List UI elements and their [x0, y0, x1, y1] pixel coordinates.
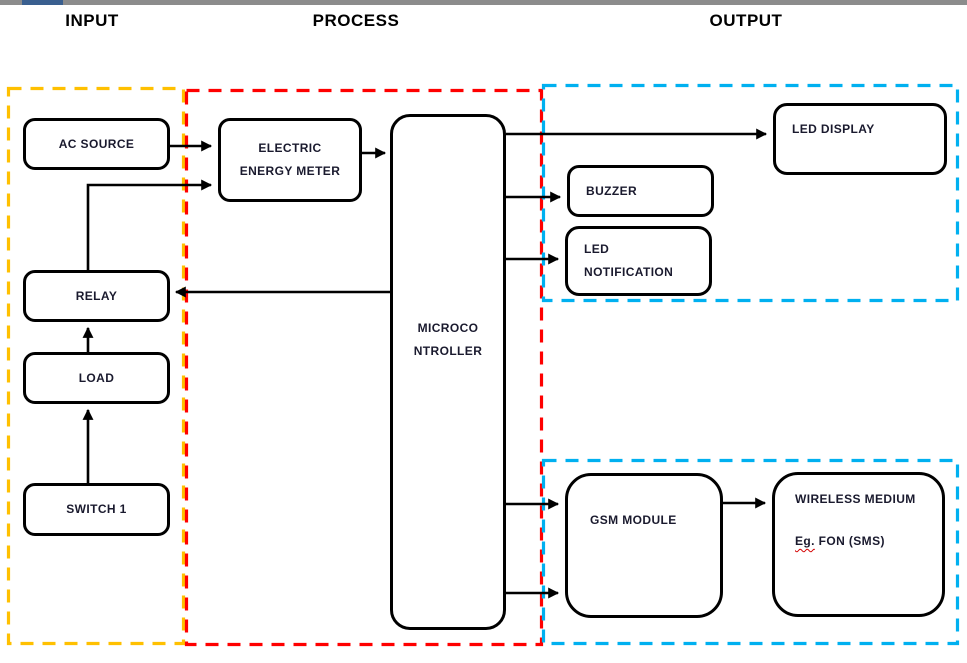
block-switch-1-label: SWITCH 1	[66, 502, 127, 516]
block-electric-energy-meter: ELECTRIC ENERGY METER	[218, 118, 362, 202]
block-microcontroller: MICROCO NTROLLER	[390, 114, 506, 630]
block-meter-line2: ENERGY METER	[239, 164, 341, 178]
block-switch-1: SWITCH 1	[23, 483, 170, 536]
arrow-relay-to-meter	[86, 179, 213, 270]
block-ac-source-label: AC SOURCE	[58, 136, 135, 151]
window-accent-segment	[22, 0, 63, 5]
block-wireless-medium-line1: WIRELESS MEDIUM	[795, 492, 916, 506]
block-gsm-module-label: GSM MODULE	[590, 513, 677, 527]
misspelled-word: Eg.	[795, 534, 815, 548]
block-buzzer: BUZZER	[567, 165, 714, 217]
block-led-notification-line2: NOTIFICATION	[584, 265, 674, 279]
output-bottom-group-frame	[541, 458, 960, 646]
block-load-label: LOAD	[78, 370, 115, 385]
block-led-notification: LED NOTIFICATION	[565, 226, 712, 296]
window-top-bar	[0, 0, 967, 5]
block-buzzer-label: BUZZER	[586, 184, 638, 198]
wireless-medium-rest: FON (SMS)	[814, 534, 885, 548]
section-header-process: PROCESS	[312, 11, 400, 30]
output-top-group-frame	[541, 83, 960, 303]
process-group-frame	[184, 88, 544, 647]
block-led-notification-line1: LED	[584, 242, 610, 256]
section-header-output: OUTPUT	[709, 11, 783, 30]
block-microcontroller-line2: NTROLLER	[413, 344, 483, 358]
block-load: LOAD	[23, 352, 170, 404]
input-group-frame	[6, 86, 186, 646]
block-led-display-label: LED DISPLAY	[792, 122, 875, 136]
block-relay-label: RELAY	[75, 288, 118, 303]
block-led-display: LED DISPLAY	[773, 103, 947, 175]
section-header-input: INPUT	[65, 11, 119, 30]
block-meter-line1: ELECTRIC	[258, 141, 322, 155]
block-wireless-medium: WIRELESS MEDIUM Eg. FON (SMS)	[772, 472, 945, 617]
block-relay: RELAY	[23, 270, 170, 322]
block-ac-source: AC SOURCE	[23, 118, 170, 170]
block-wireless-medium-line2: Eg. FON (SMS)	[795, 530, 934, 553]
block-microcontroller-line1: MICROCO	[417, 321, 479, 335]
block-gsm-module: GSM MODULE	[565, 473, 723, 618]
